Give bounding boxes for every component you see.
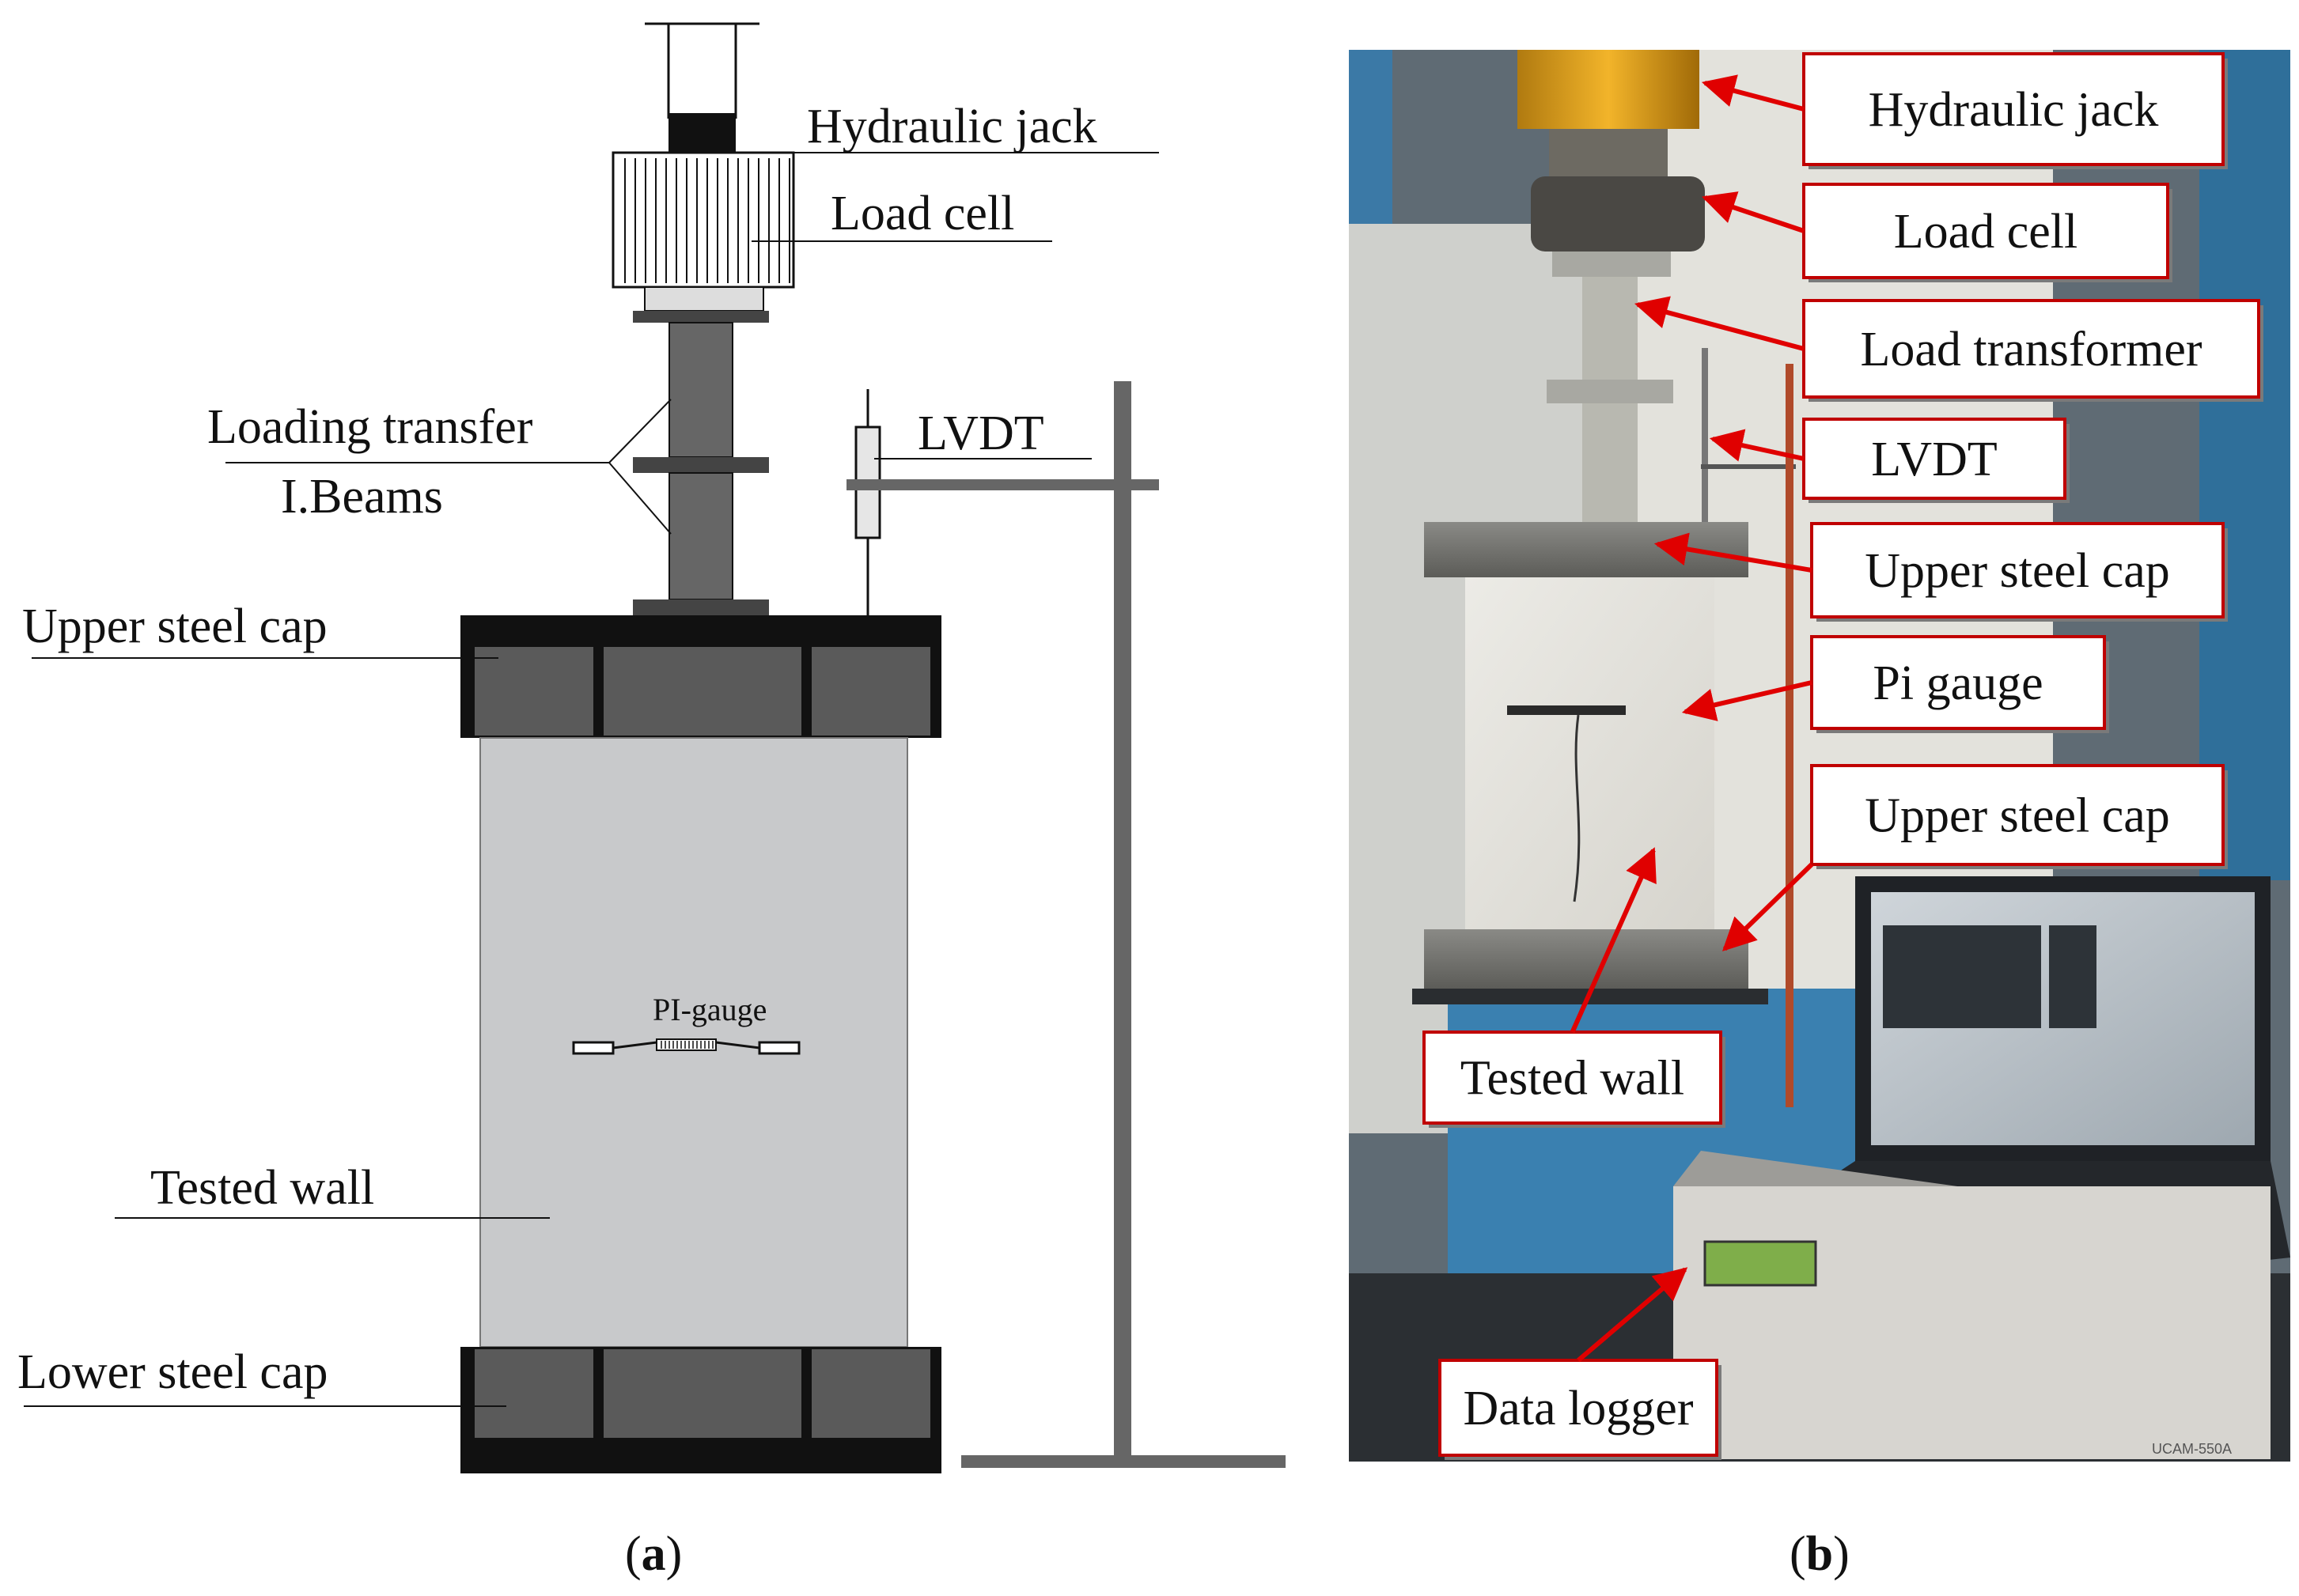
hydraulic-jack-drawing [645,22,759,153]
callout-load-transformer: Load transformer [1634,296,2263,402]
label-text: Loading transfer [207,400,533,454]
photo-jack-ram [1549,129,1668,176]
lower-steel-cap-drawing [460,1347,941,1473]
callout-arrow [1702,191,1805,233]
callout-text: Data logger [1464,1382,1694,1435]
callout-box [1802,418,2066,500]
callout-arrow [1709,429,1805,462]
callout-box [1802,52,2225,166]
callout-text: Upper steel cap [1865,544,2170,598]
callout-box [1438,1359,1718,1457]
callout-box [1422,1031,1722,1125]
callout-data-logger: Data logger [1438,1267,1721,1460]
label-pi-gauge: PI-gauge [653,992,767,1027]
photo-lower-cap [1424,929,1748,989]
device-brand-text: UCAM-550A [2152,1441,2232,1457]
label-text: Load cell [831,187,1014,240]
callout-box [1802,299,2260,399]
label-upper-steel-cap: Upper steel cap [22,599,498,659]
photo-hydraulic-jack [1517,50,1699,129]
blue-frame-left [1349,50,1392,224]
callout-upper-steel-cap-1: Upper steel cap [1653,522,2228,622]
photo-gauge-wire [1573,714,1581,902]
label-text: PI-gauge [653,992,767,1027]
callout-arrow [1577,1267,1688,1363]
callout-text: Tested wall [1460,1052,1684,1106]
photo-plate-mid [1547,380,1673,403]
callout-text: LVDT [1871,433,1998,486]
label-text: Hydraulic jack [807,100,1097,153]
callout-arrow [1721,862,1814,951]
label-text: Upper steel cap [22,599,328,653]
label-lvdt: LVDT [874,407,1092,460]
label-hydraulic-jack: Hydraulic jack [763,100,1159,153]
label-loading-transfer: Loading transfer I.Beams [207,399,672,535]
callout-upper-steel-cap-2: Upper steel cap [1721,764,2228,951]
callout-text: Load transformer [1860,323,2202,376]
callout-arrow [1570,847,1657,1034]
photo-plate-top [1552,252,1671,277]
photo-column-2 [1582,403,1638,522]
label-text: LVDT [918,407,1044,460]
callout-arrow [1701,74,1805,112]
photo-pi-gauge [1507,705,1626,715]
callout-text: Upper steel cap [1865,789,2170,843]
callout-arrow [1653,532,1812,573]
callout-text: Hydraulic jack [1869,83,2159,137]
callout-box [1802,183,2169,279]
caption-b: (b) [1790,1527,1850,1581]
label-load-cell: Load cell [752,187,1052,242]
blue-frame-right [2199,50,2290,880]
callout-box [1810,764,2225,866]
lvdt-stand-drawing [847,381,1286,1468]
photo-load-cell [1531,176,1705,252]
callout-pi-gauge: Pi gauge [1681,635,2109,733]
caption-a: (a) [625,1527,682,1581]
photo-tested-wall [1465,577,1714,929]
photo-data-logger: UCAM-550A [1673,1151,2271,1459]
callout-arrow [1634,296,1805,351]
callout-lvdt: LVDT [1709,418,2070,503]
label-text: Tested wall [150,1161,374,1215]
label-lower-steel-cap: Lower steel cap [17,1345,506,1407]
label-text: I.Beams [281,470,443,524]
upper-steel-cap-drawing [460,615,941,738]
callout-hydraulic-jack: Hydraulic jack [1701,52,2228,169]
panel-a-schematic: Hydraulic jack Load cell Loading transfe… [17,22,1286,1581]
callout-load-cell: Load cell [1702,183,2172,282]
callout-tested-wall: Tested wall [1422,847,1725,1128]
callout-arrow [1681,680,1812,721]
loading-transfer-i-beams-drawing [633,311,769,615]
pi-gauge-drawing [572,1038,801,1055]
load-cell-drawing [612,151,795,312]
label-tested-wall: Tested wall [115,1161,550,1219]
callout-text: Pi gauge [1873,656,2043,710]
label-text: Lower steel cap [17,1345,328,1399]
photo-column-1 [1582,277,1638,380]
callout-text: Load cell [1894,205,2077,259]
